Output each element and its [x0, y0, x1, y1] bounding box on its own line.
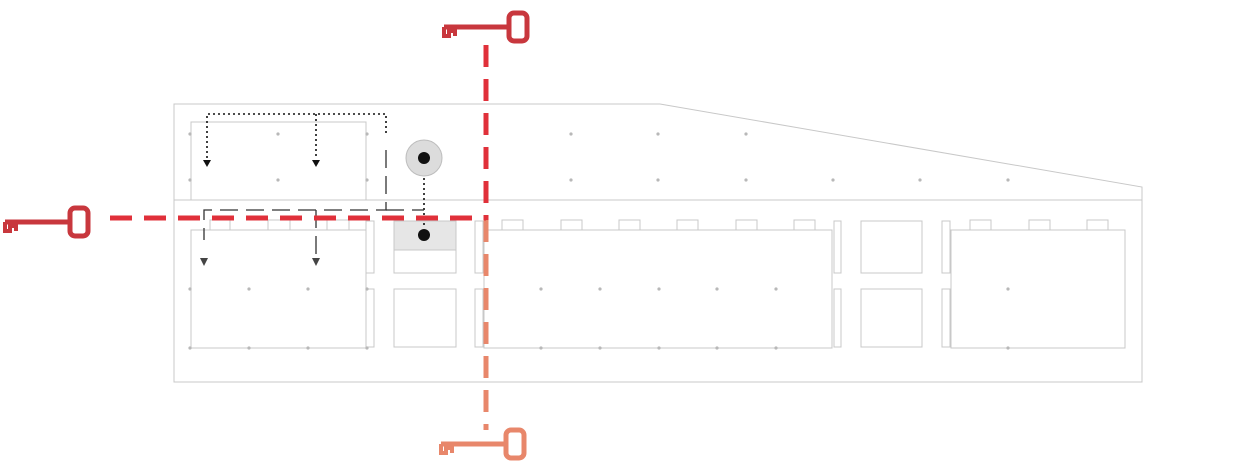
- window: [618, 219, 641, 231]
- room-left: [190, 229, 367, 349]
- window: [267, 219, 291, 231]
- grid-dot: [657, 346, 661, 350]
- grid-dot: [188, 287, 192, 291]
- arrow-down-icon: [312, 258, 320, 266]
- room-right: [950, 229, 1126, 349]
- grid-dot: [831, 178, 835, 182]
- grid-dot: [539, 346, 543, 350]
- grid-dot: [306, 287, 310, 291]
- grid-dot: [715, 346, 719, 350]
- pier: [941, 220, 951, 274]
- window: [326, 219, 350, 231]
- grid-dot: [276, 178, 280, 182]
- grid-dot: [306, 346, 310, 350]
- window: [209, 219, 231, 231]
- grid-dot: [744, 178, 748, 182]
- long-dash-bracket: [203, 150, 424, 262]
- grid-dot: [188, 132, 192, 136]
- pier: [474, 220, 484, 274]
- window: [793, 219, 816, 231]
- grid-dot: [365, 178, 369, 182]
- grid-dot: [247, 346, 251, 350]
- grid-dot: [569, 132, 573, 136]
- grid-dot: [918, 178, 922, 182]
- window: [501, 219, 524, 231]
- window: [1028, 219, 1051, 231]
- room-square-upper: [860, 220, 923, 274]
- pier: [474, 288, 484, 348]
- key-icon: [3, 205, 91, 239]
- grid-dot: [656, 178, 660, 182]
- grid-dot: [715, 287, 719, 291]
- flow-path-upper: [206, 113, 387, 158]
- pier: [833, 220, 842, 274]
- arrow-down-icon: [200, 258, 208, 266]
- grid-dot: [188, 346, 192, 350]
- grid-dot: [598, 287, 602, 291]
- grid-dot: [744, 132, 748, 136]
- grid-dot: [774, 287, 778, 291]
- pier: [833, 288, 842, 348]
- grid-dot: [365, 346, 369, 350]
- room-small-lower: [393, 288, 457, 348]
- grid-dot: [598, 346, 602, 350]
- grid-dot: [774, 346, 778, 350]
- grid-dot: [656, 132, 660, 136]
- pier: [365, 220, 375, 274]
- pier: [365, 288, 375, 348]
- key-icon: [439, 427, 527, 461]
- key-icon: [442, 10, 530, 44]
- grid-dot: [1006, 346, 1010, 350]
- grid-dot: [1006, 178, 1010, 182]
- grid-dot: [657, 287, 661, 291]
- window: [969, 219, 992, 231]
- pier: [941, 288, 951, 348]
- window: [735, 219, 758, 231]
- grid-dot: [365, 287, 369, 291]
- arrow-down-icon: [203, 160, 211, 167]
- arrow-down-icon: [312, 160, 320, 167]
- room-square-lower: [860, 288, 923, 348]
- grid-dot: [539, 287, 543, 291]
- building-outline: [173, 103, 1143, 383]
- grid-dot: [569, 178, 573, 182]
- window: [560, 219, 583, 231]
- grid-dot: [365, 132, 369, 136]
- origin-node: [418, 152, 430, 164]
- grid-dot: [1006, 287, 1010, 291]
- window: [1086, 219, 1109, 231]
- structural-grid-dots: [188, 132, 1010, 350]
- upper-left-room: [190, 121, 367, 201]
- window: [676, 219, 699, 231]
- grid-dot: [247, 287, 251, 291]
- grid-dot: [276, 132, 280, 136]
- grid-dot: [188, 178, 192, 182]
- target-node: [418, 229, 430, 241]
